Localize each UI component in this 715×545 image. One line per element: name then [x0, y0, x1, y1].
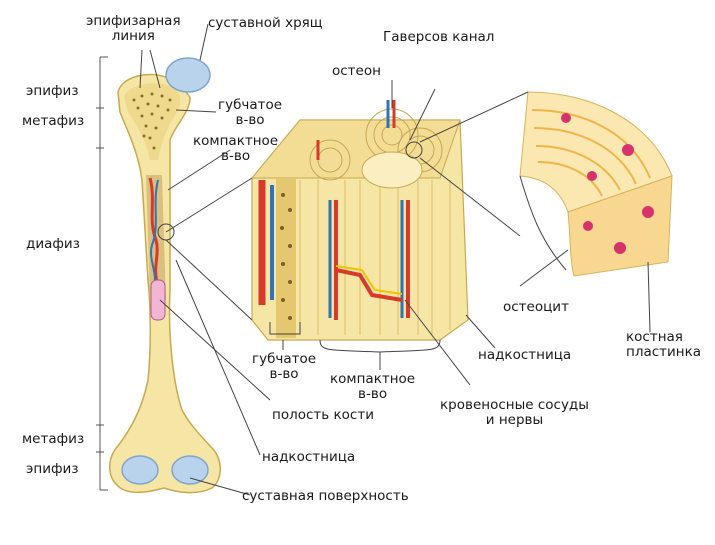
lamella-lines: [299, 180, 451, 335]
label-epiphyseal-line-1: эпифизарная: [86, 13, 181, 29]
label-spongy-bottom-1: губчатое: [252, 351, 317, 367]
spongy-strip-dots: [280, 193, 292, 320]
label-haversian-canal: Гаверсов канал: [383, 29, 495, 45]
articular-cartilage: [165, 57, 211, 93]
label-epiphyseal-line-2: линия: [111, 28, 155, 44]
label-osteocyte: остеоцит: [503, 299, 569, 315]
label-vessels-nerves: кровеносные сосуды и нервы: [440, 398, 589, 428]
label-compact-bottom-2: в-во: [358, 386, 388, 402]
label-spongy-bottom-2: в-во: [269, 366, 299, 382]
lamella-arcs: [531, 109, 651, 197]
label-epiphysis-top: эпифиз: [26, 83, 79, 99]
compact-bone-block: [250, 100, 469, 353]
label-articular-surface: суставная поверхность: [242, 488, 409, 504]
label-vessels-nerves-2: и нервы: [485, 412, 544, 428]
long-bone: [96, 56, 221, 494]
leader-lines: [139, 23, 651, 496]
block-cross-nerve: [335, 265, 403, 295]
marrow-cylinder: [150, 279, 166, 321]
label-osteon: остеон: [332, 63, 381, 79]
cell-detail-notch: [519, 175, 567, 271]
zoom-connector-1: [419, 91, 529, 143]
block-top-face: [250, 119, 461, 179]
label-lamella: костная пластинка: [626, 330, 701, 360]
label-marrow-cavity: полость кости: [272, 407, 374, 423]
label-periosteum-right: надкостница: [478, 347, 572, 363]
osteocytes: [561, 113, 654, 254]
label-spongy-top-1: губчатое: [218, 97, 283, 113]
shaft-artery: [148, 177, 160, 286]
label-compact-top-2: в-во: [221, 148, 251, 164]
cell-detail: [419, 91, 673, 277]
label-lamella-2: пластинка: [626, 344, 702, 360]
label-spongy-bottom: губчатое в-во: [252, 352, 316, 382]
osteon-core: [361, 151, 423, 189]
label-metaphysis-bottom: метафиз: [22, 431, 85, 447]
block-cross-vessel: [335, 268, 403, 302]
label-compact-bottom: компактное в-во: [330, 372, 415, 402]
label-spongy-top: губчатое в-во: [218, 98, 282, 128]
articular-surface-right: [171, 455, 209, 485]
cell-detail-front: [567, 175, 673, 277]
spongy-dots: [132, 92, 172, 150]
label-articular-cartilage: суставной хрящ: [208, 15, 323, 31]
label-periosteum-bottom: надкостница: [262, 449, 356, 465]
label-compact-bottom-1: компактное: [330, 371, 416, 387]
spongy-head: [124, 83, 181, 160]
articular-surface-left: [121, 455, 159, 485]
label-metaphysis-top: метафиз: [22, 113, 85, 129]
region-bracket: [96, 56, 108, 491]
shaft-vein: [150, 179, 159, 289]
block-zoom-circle: [405, 141, 423, 159]
label-compact-top: компактное в-во: [193, 134, 278, 164]
label-diaphysis: диафиз: [26, 236, 80, 252]
label-compact-top-1: компактное: [193, 133, 279, 149]
label-epiphysis-bottom: эпифиз: [26, 461, 79, 477]
label-epiphyseal-line: эпифизарная линия: [86, 14, 181, 44]
zoom-connector-2: [419, 157, 521, 237]
label-lamella-1: костная: [626, 329, 683, 345]
label-vessels-nerves-1: кровеносные сосуды: [440, 397, 589, 413]
spongy-strip: [276, 178, 296, 338]
label-spongy-top-2: в-во: [235, 112, 265, 128]
